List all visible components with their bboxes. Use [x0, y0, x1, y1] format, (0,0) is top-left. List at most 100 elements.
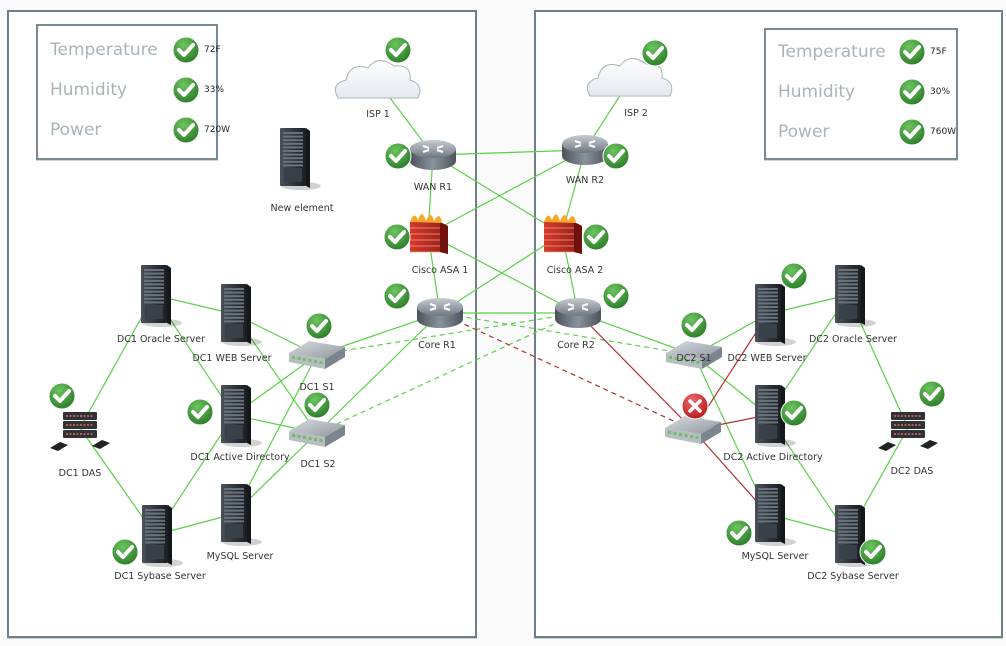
node-label: DC2 Sybase Server [807, 571, 899, 582]
node-wanr2[interactable]: WAN R2 [562, 135, 630, 186]
node-label: Cisco ASA 2 [547, 265, 604, 276]
temperature-value: 72F [204, 45, 221, 55]
ok-status-icon [780, 399, 808, 427]
node-corer2[interactable]: Core R2 [555, 282, 630, 351]
node-label: DC1 S1 [299, 382, 334, 393]
node-label: WAN R2 [566, 175, 604, 186]
node-label: DC1 Oracle Server [117, 334, 205, 345]
link-wanr2-asa1[interactable] [427, 149, 586, 235]
node-label: DC1 WEB Server [192, 353, 271, 364]
node-wanr1[interactable]: WAN R1 [384, 140, 456, 193]
node-label: DC2 DAS [891, 466, 934, 477]
link-corer1-dc2s1[interactable] [439, 312, 695, 356]
server-icon [142, 505, 183, 567]
server-icon [141, 265, 182, 327]
node-label: DC2 WEB Server [727, 353, 806, 364]
node-dc2web[interactable]: DC2 WEB Server [727, 262, 808, 364]
node-dc1s1[interactable]: DC1 S1 [289, 312, 345, 393]
ok-status-icon [384, 142, 412, 170]
link-corer1-dc2s2[interactable] [439, 312, 694, 431]
node-newel[interactable]: New element [271, 128, 334, 214]
node-label: Core R2 [557, 340, 595, 351]
ok-status-icon [680, 311, 708, 339]
link-wanr1-wanr2[interactable] [432, 149, 586, 156]
node-dc2sybase[interactable]: DC2 Sybase Server [807, 505, 899, 582]
ok-status-icon [305, 312, 333, 340]
ok-status-icon [725, 519, 753, 547]
ok-status-icon [303, 391, 331, 419]
ok-status-icon [602, 142, 630, 170]
link-asa2-corer1[interactable] [439, 233, 563, 314]
server-icon [835, 505, 876, 567]
server-icon [755, 284, 796, 346]
link-corer2-dc1s2[interactable] [316, 312, 579, 434]
server-icon [755, 385, 796, 447]
node-label: WAN R1 [414, 182, 452, 193]
node-dc1web[interactable]: DC1 WEB Server [192, 284, 272, 364]
node-label: DC2 Oracle Server [809, 334, 897, 345]
node-dc1mysql[interactable]: MySQL Server [207, 484, 274, 562]
server-icon [221, 284, 262, 346]
router-icon [555, 298, 601, 328]
node-label: Cisco ASA 1 [412, 265, 469, 276]
router-icon [562, 135, 608, 165]
node-label: DC1 Sybase Server [114, 571, 206, 582]
power-value: 760W [930, 127, 957, 137]
node-dc2mysql[interactable]: MySQL Server [725, 484, 808, 562]
dc1-environment-panel: Temperature 72F Humidity 33% Power 720W [36, 24, 230, 160]
node-dc2s2[interactable] [665, 392, 721, 444]
humidity-label: Humidity [778, 82, 856, 102]
ok-status-icon [602, 282, 630, 310]
storage-icon [878, 412, 938, 451]
node-dc1ad[interactable]: DC1 Active Directory [186, 385, 290, 463]
node-label: Core R1 [418, 340, 456, 351]
power-label: Power [50, 120, 102, 140]
node-label: DC2 S1 [676, 353, 711, 364]
server-icon [221, 385, 262, 447]
nodes-layer: ISP 1 ISP 2 WAN R1 WAN R2 Cisco ASA 1 Cisco A… [48, 36, 946, 582]
power-label: Power [778, 122, 830, 142]
node-label: New element [271, 203, 334, 214]
env-row-humidity: Humidity 30% [766, 74, 956, 114]
server-icon [280, 128, 321, 190]
node-label: DC1 Active Directory [190, 452, 290, 463]
dc2-environment-panel: Temperature 75F Humidity 30% Power 760W [764, 28, 958, 160]
node-asa1[interactable]: Cisco ASA 1 [383, 214, 469, 276]
node-dc2ad[interactable]: DC2 Active Directory [723, 385, 823, 463]
link-corer2-dc2s2[interactable] [577, 312, 694, 431]
server-icon [221, 484, 262, 546]
node-dc1das[interactable]: DC1 DAS [48, 382, 110, 479]
node-dc1sybase[interactable]: DC1 Sybase Server [111, 505, 206, 582]
env-row-power: Power 720W [38, 112, 230, 152]
ok-status-icon [641, 39, 669, 67]
switch-icon [665, 416, 721, 444]
node-isp1[interactable]: ISP 1 [334, 36, 421, 120]
node-asa2[interactable]: Cisco ASA 2 [544, 214, 610, 276]
check-icon [172, 36, 200, 68]
error-status-icon [681, 392, 709, 420]
firewall-icon [410, 214, 448, 254]
node-label: DC1 DAS [59, 468, 102, 479]
env-row-humidity: Humidity 33% [38, 72, 224, 112]
node-dc1s2[interactable]: DC1 S2 [289, 391, 345, 470]
link-corer2-dc1s1[interactable] [316, 312, 579, 356]
node-dc2s1[interactable]: DC2 S1 [666, 311, 722, 369]
node-dc2oracle[interactable]: DC2 Oracle Server [809, 265, 897, 345]
link-wanr1-asa2[interactable] [432, 154, 563, 235]
ok-status-icon [859, 538, 887, 566]
humidity-value: 30% [930, 87, 951, 97]
router-icon [410, 140, 456, 170]
humidity-value: 33% [204, 85, 225, 95]
node-corer1[interactable]: Core R1 [383, 282, 463, 351]
node-isp2[interactable]: ISP 2 [586, 39, 673, 119]
link-asa1-corer2[interactable] [427, 233, 579, 314]
ok-status-icon [582, 223, 610, 251]
link-corer1-dc1s2[interactable] [316, 312, 441, 434]
ok-status-icon [918, 380, 946, 408]
power-value: 720W [204, 125, 231, 135]
check-icon [898, 78, 926, 110]
node-dc2das[interactable]: DC2 DAS [878, 380, 946, 477]
node-dc1oracle[interactable]: DC1 Oracle Server [117, 265, 205, 345]
temperature-value: 75F [930, 47, 947, 57]
server-icon [755, 484, 796, 546]
